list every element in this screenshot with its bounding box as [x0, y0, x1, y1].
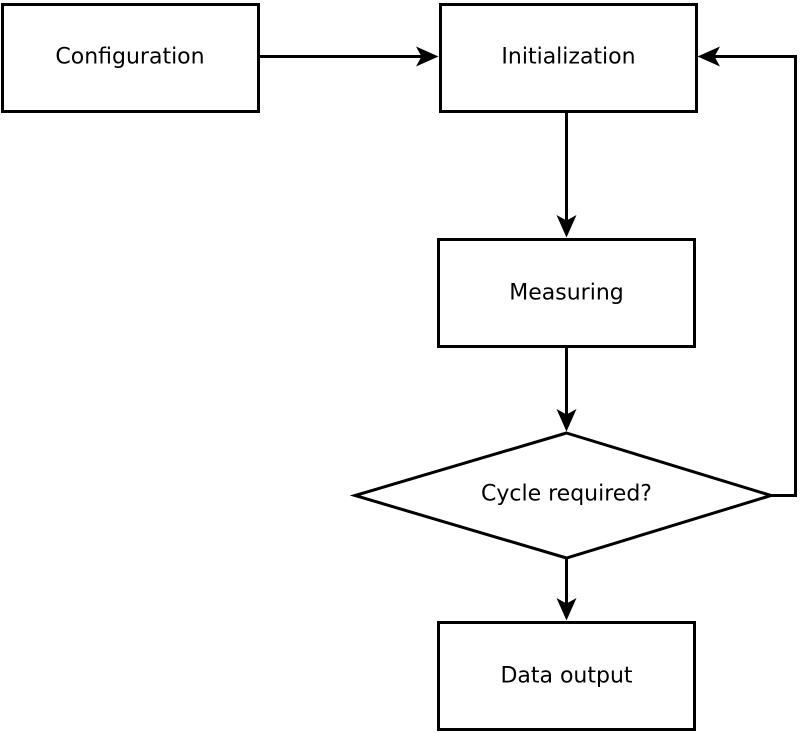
arrowhead-into-initialization-right [697, 46, 720, 67]
node-configuration-box[interactable] [1, 3, 260, 113]
edge-measuring-to-cycle-required [556, 348, 577, 432]
node-data-output-label: Data output [500, 664, 632, 689]
node-initialization-box[interactable] [439, 3, 698, 113]
edge-initialization-to-measuring [556, 112, 577, 238]
node-initialization-label: Initialization [501, 45, 635, 70]
edge-line-cycle-required-to-initialization [714, 55, 797, 497]
edge-configuration-to-initialization [259, 46, 439, 67]
node-configuration[interactable]: Configuration [1, 3, 260, 113]
node-cycle-required[interactable]: Cycle required? [349, 431, 777, 560]
arrowhead-into-cycle-required [556, 409, 577, 432]
node-initialization[interactable]: Initialization [439, 3, 698, 113]
arrowhead-into-data-output [556, 598, 577, 621]
node-cycle-required-diamond[interactable] [349, 431, 777, 560]
node-configuration-label: Configuration [55, 45, 204, 70]
node-data-output-box[interactable] [437, 621, 696, 731]
node-cycle-required-label: Cycle required? [481, 482, 652, 507]
node-data-output[interactable]: Data output [437, 621, 696, 731]
node-measuring-box[interactable] [437, 238, 696, 348]
edge-cycle-required-to-initialization [697, 46, 797, 497]
arrowhead-into-initialization-left [416, 46, 439, 67]
node-measuring[interactable]: Measuring [437, 238, 696, 348]
arrowhead-into-measuring [556, 215, 577, 238]
node-measuring-label: Measuring [509, 281, 623, 306]
edge-cycle-required-to-data-output [556, 556, 577, 621]
